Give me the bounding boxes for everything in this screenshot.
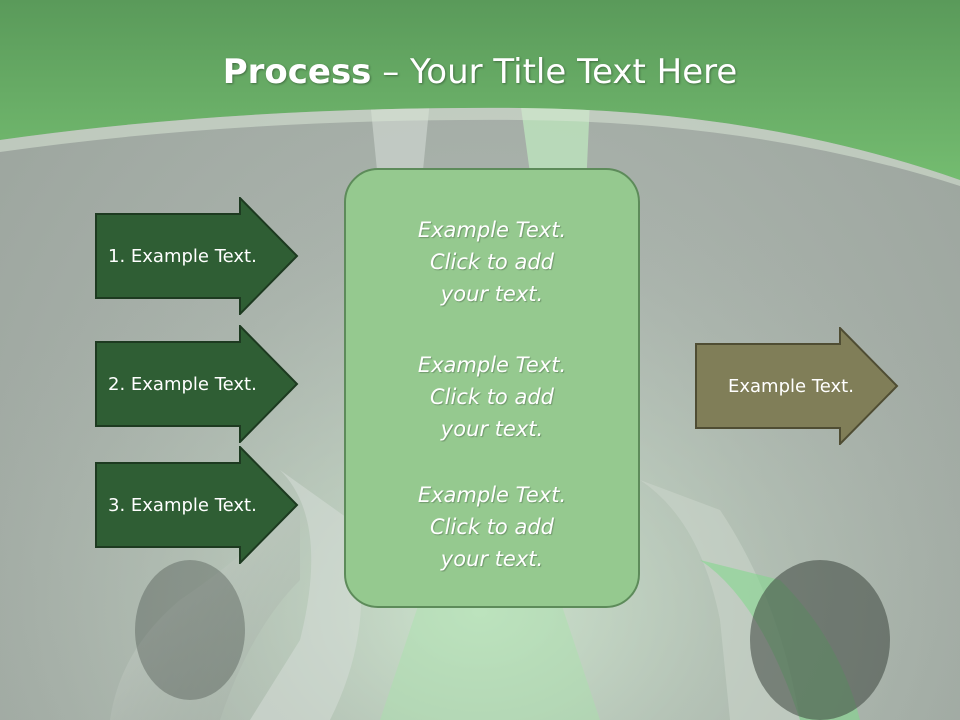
center-line: Example Text. <box>417 218 567 242</box>
center-line: Click to add <box>429 515 554 539</box>
arrow-shape <box>95 446 299 564</box>
center-line: your text. <box>440 417 544 441</box>
result-label: Example Text. <box>728 375 854 397</box>
center-text-box[interactable]: Example Text. Click to add your text. Ex… <box>344 168 640 608</box>
center-line: your text. <box>440 282 544 306</box>
center-item-1: Example Text. Click to add your text. <box>346 214 638 310</box>
center-line: Click to add <box>429 250 554 274</box>
center-line: your text. <box>440 547 544 571</box>
center-line: Example Text. <box>417 483 567 507</box>
center-line: Example Text. <box>417 353 567 377</box>
header-banner <box>0 0 960 186</box>
step-arrow-2[interactable]: 2. Example Text. <box>95 325 299 443</box>
arrow-shape <box>95 197 299 315</box>
center-line: Click to add <box>429 385 554 409</box>
page-title: Process – Your Title Text Here <box>0 52 960 92</box>
step-arrow-3[interactable]: 3. Example Text. <box>95 446 299 564</box>
center-item-2: Example Text. Click to add your text. <box>346 349 638 445</box>
step-label: 2. Example Text. <box>108 373 257 395</box>
step-label: 3. Example Text. <box>108 494 257 516</box>
center-item-3: Example Text. Click to add your text. <box>346 479 638 575</box>
step-label: 1. Example Text. <box>108 245 257 267</box>
title-bold: Process <box>222 52 372 92</box>
step-arrow-1[interactable]: 1. Example Text. <box>95 197 299 315</box>
result-arrow[interactable]: Example Text. <box>695 327 899 445</box>
title-rest: – Your Title Text Here <box>371 52 738 92</box>
arrow-shape <box>695 327 899 445</box>
arrow-shape <box>95 325 299 443</box>
